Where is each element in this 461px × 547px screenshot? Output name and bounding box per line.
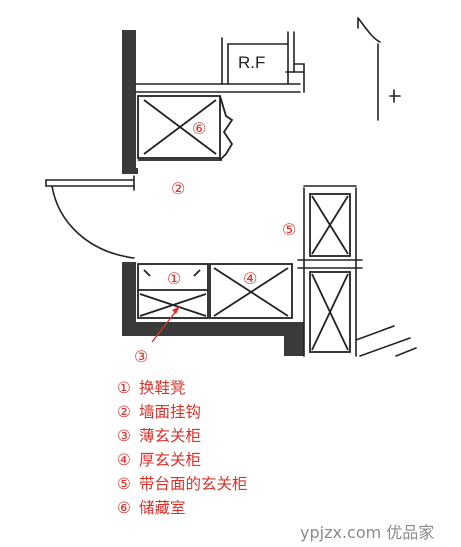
wall-stub-top: [122, 168, 138, 174]
legend-text: 换鞋凳: [139, 379, 186, 397]
countertop-cabinet: [309, 193, 351, 353]
legend-item: ② 墙面挂钩: [117, 400, 248, 424]
right-wall-stub: [284, 322, 304, 356]
legend-number: ④: [117, 451, 131, 469]
plan-lines: [45, 17, 417, 357]
marker-2: ②: [171, 179, 185, 198]
legend: ① 换鞋凳 ② 墙面挂钩 ③ 薄玄关柜 ④ 厚玄关柜 ⑤ 带台面的玄关柜 ⑥ 储藏室: [117, 376, 248, 520]
marker-4: ④: [243, 269, 257, 288]
bottom-wall: [122, 322, 304, 336]
legend-number: ②: [117, 403, 131, 421]
legend-text: 带台面的玄关柜: [139, 475, 248, 493]
marker-5: ⑤: [282, 220, 296, 239]
thin-cabinet: [137, 263, 209, 319]
storage-room: [137, 95, 234, 161]
legend-text: 储藏室: [139, 499, 186, 517]
marker-1: ①: [167, 269, 181, 288]
legend-item: ③ 薄玄关柜: [117, 424, 248, 448]
legend-number: ⑥: [117, 499, 131, 517]
walls: [122, 30, 304, 356]
legend-number: ①: [117, 379, 131, 397]
plan-markers: ⑥ ② ⑤ ① ④ ③: [134, 119, 296, 366]
legend-item: ④ 厚玄关柜: [117, 448, 248, 472]
thick-cabinet: [209, 263, 293, 319]
legend-item: ⑤ 带台面的玄关柜: [117, 472, 248, 496]
marker-3: ③: [134, 347, 148, 366]
rf-label: R.F: [238, 53, 265, 72]
legend-text: 薄玄关柜: [139, 427, 202, 445]
legend-number: ⑤: [117, 475, 131, 493]
legend-item: ① 换鞋凳: [117, 376, 248, 400]
left-wall-lower: [122, 262, 136, 336]
legend-number: ③: [117, 427, 131, 445]
legend-item: ⑥ 储藏室: [117, 496, 248, 520]
watermark: ypjzx.com 优品家: [300, 523, 435, 542]
legend-text: 厚玄关柜: [139, 451, 202, 469]
marker-6: ⑥: [192, 119, 206, 138]
left-wall-upper: [122, 30, 136, 172]
marker-3-leader: [151, 305, 181, 343]
legend-text: 墙面挂钩: [139, 403, 202, 421]
